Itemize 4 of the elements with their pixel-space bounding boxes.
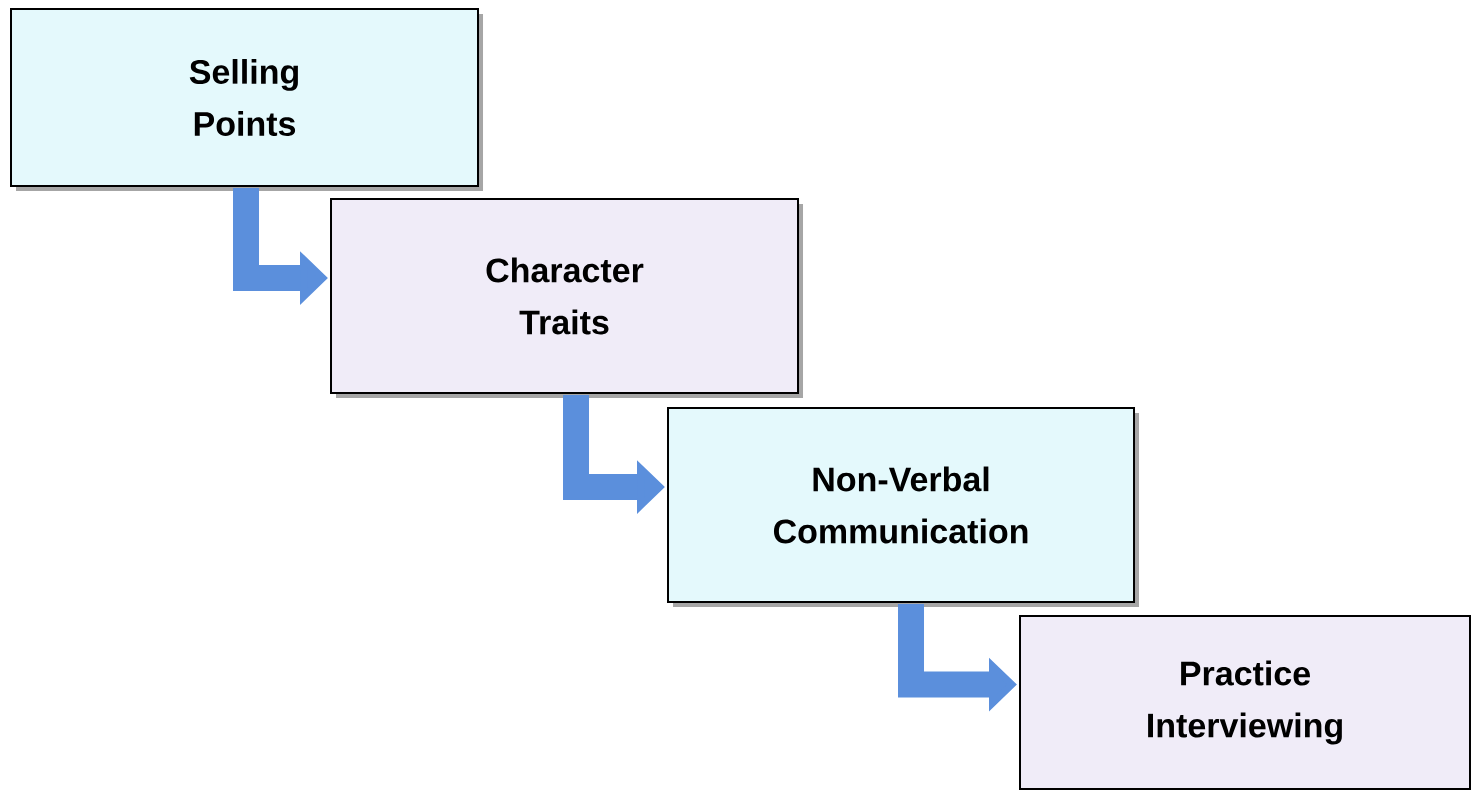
process-box: Selling Points xyxy=(10,8,483,191)
process-box: Character Traits xyxy=(330,198,803,398)
process-box: Non-Verbal Communication xyxy=(667,407,1139,607)
process-box: Practice Interviewing xyxy=(1019,615,1471,790)
